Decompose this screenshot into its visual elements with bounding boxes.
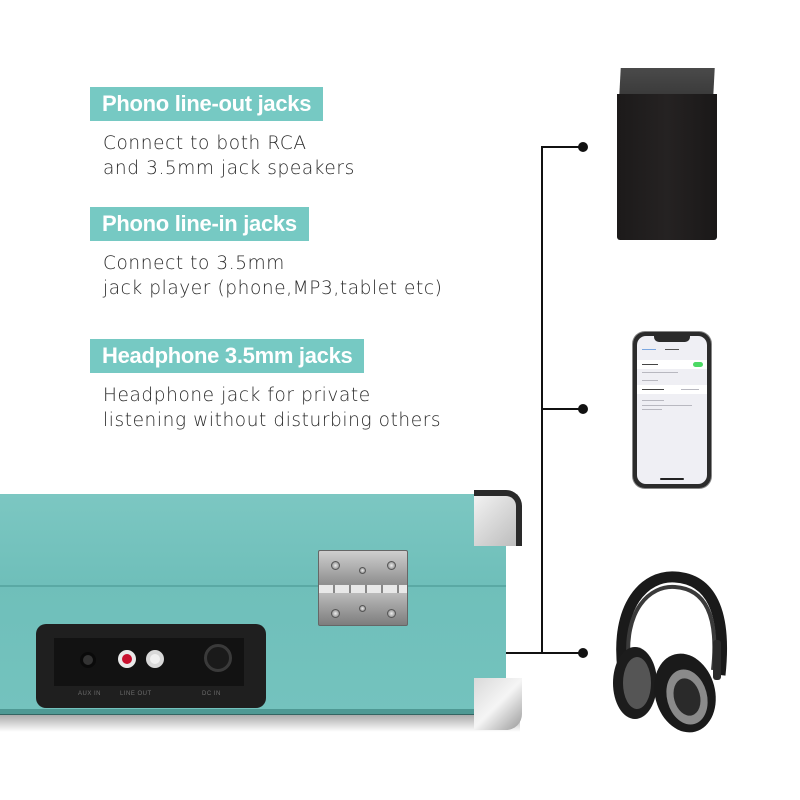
feature-description: Connect to 3.5mm jack player (phone,MP3,… xyxy=(103,251,442,301)
feature-headphone: Headphone 3.5mm jacks Headphone jack for… xyxy=(90,339,441,433)
feature-title: Headphone 3.5mm jacks xyxy=(90,339,365,373)
description-line: Connect to 3.5mm xyxy=(103,253,285,274)
connector-dot xyxy=(578,142,588,152)
connector-phone xyxy=(541,408,583,410)
bluetooth-toggle xyxy=(693,362,703,367)
description-line: and 3.5mm jack speakers xyxy=(103,158,355,179)
speaker-icon xyxy=(617,68,717,240)
headphones-icon xyxy=(613,571,728,733)
jack-panel: AUX IN LINE OUT DC IN xyxy=(36,624,266,708)
rca-red-jack-icon xyxy=(118,650,136,668)
dc-power-jack-icon xyxy=(204,644,232,672)
description-line: Headphone jack for private xyxy=(103,385,371,406)
jack-label: AUX IN xyxy=(78,691,102,697)
rca-white-jack-icon xyxy=(146,650,164,668)
description-line: listening without disturbing others xyxy=(103,410,442,431)
case-corner-top xyxy=(474,490,522,546)
feature-title: Phono line-out jacks xyxy=(90,87,324,121)
smartphone-icon xyxy=(633,332,711,488)
jack-label: LINE OUT xyxy=(120,691,152,697)
feature-title: Phono line-in jacks xyxy=(90,207,309,241)
jack-label: DC IN xyxy=(202,691,221,697)
feature-line-in: Phono line-in jacks Connect to 3.5mm jac… xyxy=(90,207,442,301)
connector-dot xyxy=(578,648,588,658)
connector-speaker xyxy=(541,146,583,148)
case-corner-bottom xyxy=(474,678,522,730)
phone-screen-bluetooth-settings xyxy=(637,336,707,484)
case-latch xyxy=(318,550,408,626)
feature-line-out: Phono line-out jacks Connect to both RCA… xyxy=(90,87,355,181)
connector-trunk xyxy=(541,147,543,653)
description-line: Connect to both RCA xyxy=(103,133,307,154)
aux-in-jack-icon xyxy=(80,652,96,668)
description-line: jack player (phone,MP3,tablet etc) xyxy=(103,278,443,299)
feature-description: Headphone jack for private listening wit… xyxy=(103,383,441,433)
feature-description: Connect to both RCA and 3.5mm jack speak… xyxy=(103,131,355,181)
connector-dot xyxy=(578,404,588,414)
case-shadow xyxy=(0,714,520,732)
